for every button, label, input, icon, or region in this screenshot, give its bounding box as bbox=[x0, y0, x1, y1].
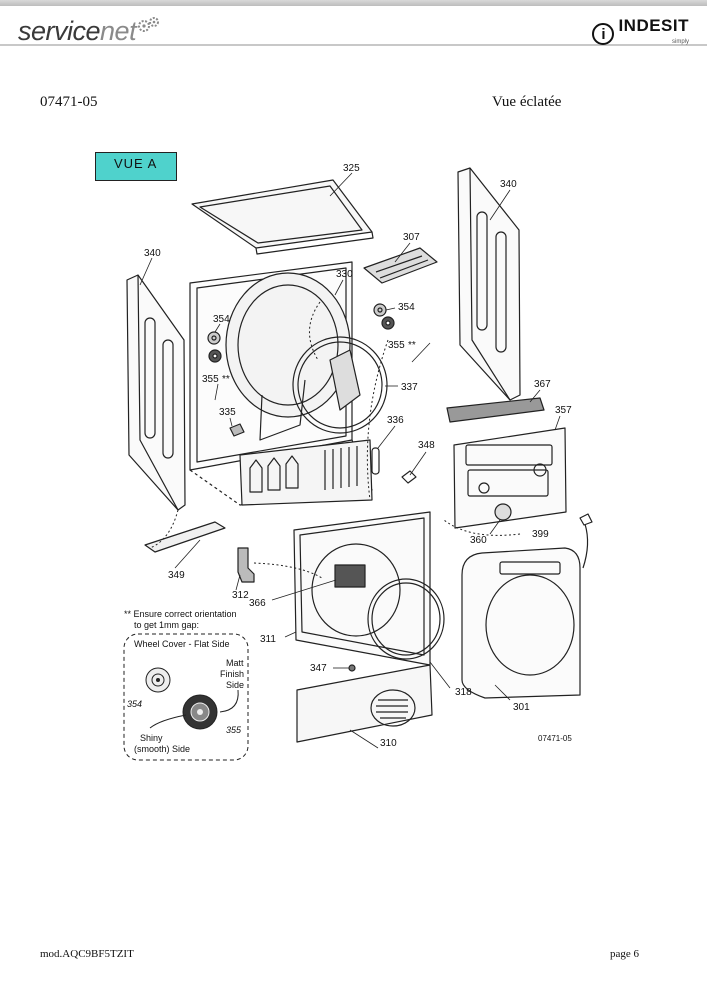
kick-plate bbox=[296, 664, 433, 743]
indesit-logo: i INDESIT simply bbox=[592, 16, 689, 50]
part-label: 336 bbox=[387, 415, 404, 426]
part-label: 311 bbox=[260, 634, 276, 645]
part-label: 355 bbox=[202, 374, 219, 385]
logo-text-net: net bbox=[100, 16, 137, 46]
part-label: 340 bbox=[144, 248, 161, 259]
header-divider bbox=[0, 44, 707, 46]
view-badge: VUE A bbox=[95, 152, 177, 181]
part-label: 335 bbox=[219, 407, 236, 418]
orientation-marker: ** bbox=[222, 374, 230, 385]
part-label: 366 bbox=[249, 598, 266, 609]
note-matt-3: Side bbox=[226, 680, 244, 690]
part-label: 325 bbox=[343, 163, 360, 174]
servicenet-logo: servicenet bbox=[18, 16, 163, 47]
drum-front bbox=[225, 272, 351, 441]
part-label: 310 bbox=[380, 738, 397, 749]
view-title: Vue éclatée bbox=[492, 94, 562, 110]
top-lid bbox=[191, 179, 374, 255]
part-label: 367 bbox=[534, 379, 551, 390]
right-side-panel bbox=[457, 167, 521, 401]
logo-text-service: service bbox=[18, 16, 101, 46]
wiring-harness-lower bbox=[149, 509, 179, 549]
part-label: 348 bbox=[418, 440, 435, 451]
header-bar bbox=[0, 0, 707, 6]
gasket-part bbox=[371, 447, 380, 475]
door-lock bbox=[237, 547, 255, 583]
note-shiny-2: (smooth) Side bbox=[134, 744, 190, 754]
part-label: 399 bbox=[532, 529, 549, 540]
part-label: 354 bbox=[398, 302, 415, 313]
part-label: 307 bbox=[403, 232, 420, 243]
gear-icon bbox=[138, 17, 160, 32]
note-matt-2: Finish bbox=[220, 669, 244, 679]
door-gasket bbox=[367, 578, 445, 660]
front-console bbox=[461, 547, 581, 699]
note-matt-1: Matt bbox=[226, 658, 244, 668]
filter-housing bbox=[363, 247, 438, 284]
wheel-bearings bbox=[207, 303, 395, 363]
part-label: 337 bbox=[401, 382, 418, 393]
clip-part bbox=[401, 470, 417, 484]
note-part-b: 355 bbox=[226, 725, 242, 735]
door-seal-ring bbox=[292, 336, 388, 434]
left-side-panel bbox=[126, 274, 186, 511]
part-label: 349 bbox=[168, 570, 185, 581]
note-shiny-1: Shiny bbox=[140, 733, 163, 743]
wiring-harness bbox=[253, 301, 521, 579]
front-panel bbox=[293, 511, 431, 666]
brand-name: INDESIT bbox=[618, 16, 689, 35]
note-line-2: to get 1mm gap: bbox=[134, 620, 199, 630]
note-line-1: ** Ensure correct orientation bbox=[124, 609, 237, 619]
part-label: 318 bbox=[455, 687, 472, 698]
part-labels: 325 340 340 307 330 354 354 355 355 337 … bbox=[144, 163, 572, 749]
part-label: 357 bbox=[555, 405, 572, 416]
part-label: 330 bbox=[336, 269, 353, 280]
door-switch bbox=[229, 423, 245, 437]
brand-i-icon: i bbox=[592, 23, 615, 45]
screw-part bbox=[348, 664, 356, 672]
part-label: 360 bbox=[470, 535, 487, 546]
part-label: 354 bbox=[213, 314, 230, 325]
rear-duct bbox=[239, 439, 373, 506]
note-part-a: 354 bbox=[127, 699, 142, 709]
note-flat-side: Wheel Cover - Flat Side bbox=[134, 639, 230, 649]
part-label: 312 bbox=[232, 590, 249, 601]
kick-strip bbox=[144, 521, 226, 553]
orientation-note: ** Ensure correct orientation to get 1mm… bbox=[123, 609, 249, 761]
leader-lines bbox=[139, 172, 561, 749]
document-code: 07471-05 bbox=[40, 94, 98, 110]
orientation-marker: ** bbox=[408, 340, 416, 351]
control-handle bbox=[446, 397, 545, 423]
drawing-reference: 07471-05 bbox=[538, 734, 572, 743]
model-reference: mod.AQC9BF5TZIT bbox=[40, 948, 134, 960]
part-label: 355 bbox=[388, 340, 405, 351]
part-label: 340 bbox=[500, 179, 517, 190]
control-board bbox=[453, 427, 567, 529]
part-label: 301 bbox=[513, 702, 530, 713]
brand-tagline: simply bbox=[671, 39, 689, 45]
power-cable bbox=[579, 513, 593, 569]
part-label: 347 bbox=[310, 663, 327, 674]
page-number: page 6 bbox=[610, 948, 640, 960]
